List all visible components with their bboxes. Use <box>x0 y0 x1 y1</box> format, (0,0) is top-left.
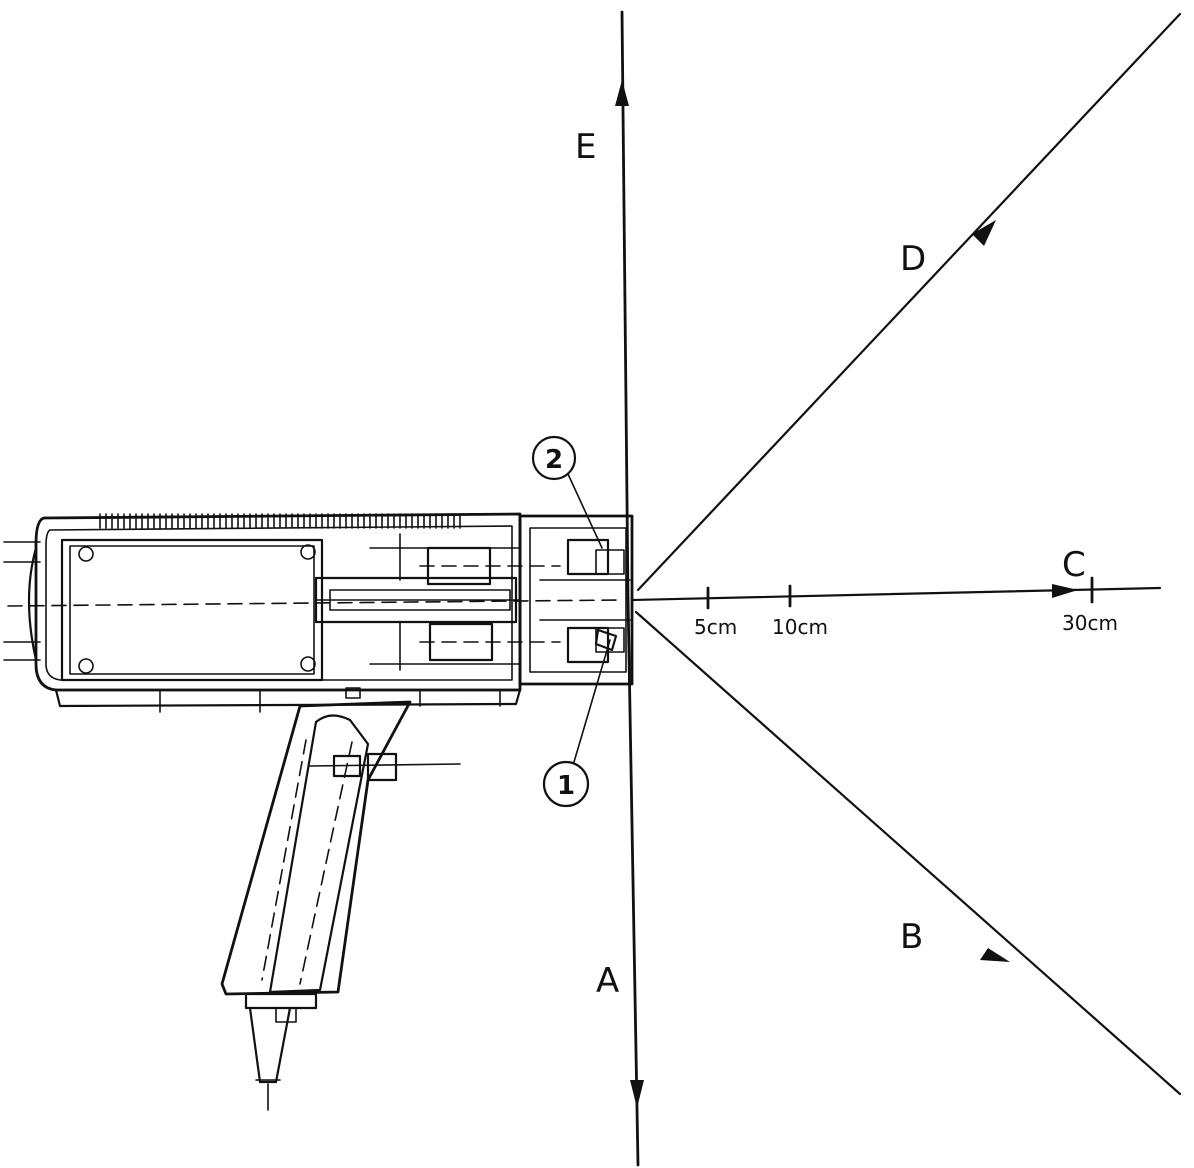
distance-label-10cm: 10cm <box>772 615 828 639</box>
distance-label-5cm: 5cm <box>694 615 737 639</box>
callout-1-leader <box>573 639 611 763</box>
callout-2-number: 2 <box>545 445 563 475</box>
ray-label-c: C <box>1062 545 1086 585</box>
ray-a-line <box>626 596 640 1167</box>
distance-ticks <box>706 576 1094 610</box>
device-center-axis <box>7 599 621 607</box>
ray-label-a: A <box>596 961 619 1001</box>
ray-b-line <box>634 610 1182 1096</box>
ray-c-arrowhead <box>1052 584 1078 598</box>
ray-label-b: B <box>900 917 923 957</box>
ray-d-arrowhead <box>972 220 996 246</box>
callout-2-circle <box>531 435 577 481</box>
callout-2: 2 <box>531 435 603 549</box>
ray-label-d: D <box>900 239 926 279</box>
callout-1-circle <box>542 760 590 808</box>
ray-e-arrowhead <box>615 80 629 106</box>
ray-lines <box>620 10 1182 1167</box>
ray-b-arrowhead <box>980 948 1010 962</box>
callout-1: 1 <box>542 639 611 808</box>
ray-arrowheads <box>615 80 1078 1108</box>
ray-e-line <box>620 10 630 600</box>
distance-label-30cm: 30cm <box>1062 611 1118 635</box>
ray-a-arrowhead <box>630 1080 644 1108</box>
device-battery-compartment <box>60 538 324 682</box>
ray-d-line <box>636 12 1182 592</box>
device-drawing <box>3 512 634 1111</box>
ray-label-e: E <box>575 127 596 167</box>
callout-1-number: 1 <box>557 771 575 801</box>
device-rear-cap <box>27 546 38 662</box>
callout-2-leader <box>567 473 603 549</box>
device-nose <box>518 514 634 686</box>
device-cable <box>244 992 318 1111</box>
device-handle <box>220 700 412 996</box>
device-trigger <box>309 752 461 782</box>
cooling-fins <box>99 513 461 529</box>
ray-c-line <box>630 586 1162 602</box>
